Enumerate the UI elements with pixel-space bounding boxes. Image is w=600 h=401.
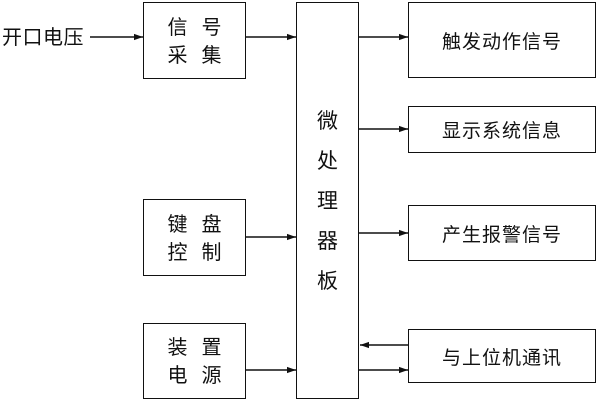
display-info-block: 显示系统信息	[408, 106, 596, 153]
signal-acquisition-line1: 信号	[167, 14, 236, 39]
host-communication-block: 与上位机通讯	[408, 329, 596, 383]
device-power-line2: 电源	[167, 363, 236, 387]
keyboard-control-line1: 键盘	[167, 211, 236, 236]
signal-acquisition-block: 信号 采集	[143, 2, 246, 79]
processor-char-3: 理	[317, 188, 338, 213]
signal-acquisition-line2: 采集	[167, 42, 236, 67]
alarm-signal-label: 产生报警信号	[441, 223, 562, 246]
display-info-label: 显示系统信息	[441, 120, 562, 142]
device-power-block: 装置 电源	[143, 323, 246, 399]
host-communication-label: 与上位机通讯	[441, 346, 562, 369]
processor-char-1: 微	[317, 108, 338, 133]
microprocessor-board: 微 处 理 器 板	[296, 2, 359, 399]
input-voltage-label: 开口电压	[2, 25, 84, 49]
processor-char-5: 板	[317, 268, 338, 293]
keyboard-control-line2: 控制	[167, 239, 236, 264]
trigger-signal-label: 触发动作信号	[441, 30, 562, 53]
processor-char-4: 器	[317, 228, 338, 253]
trigger-signal-block: 触发动作信号	[408, 2, 596, 78]
alarm-signal-block: 产生报警信号	[408, 205, 596, 261]
processor-char-2: 处	[317, 148, 338, 173]
device-power-line1: 装置	[167, 335, 236, 359]
keyboard-control-block: 键盘 控制	[143, 199, 246, 276]
